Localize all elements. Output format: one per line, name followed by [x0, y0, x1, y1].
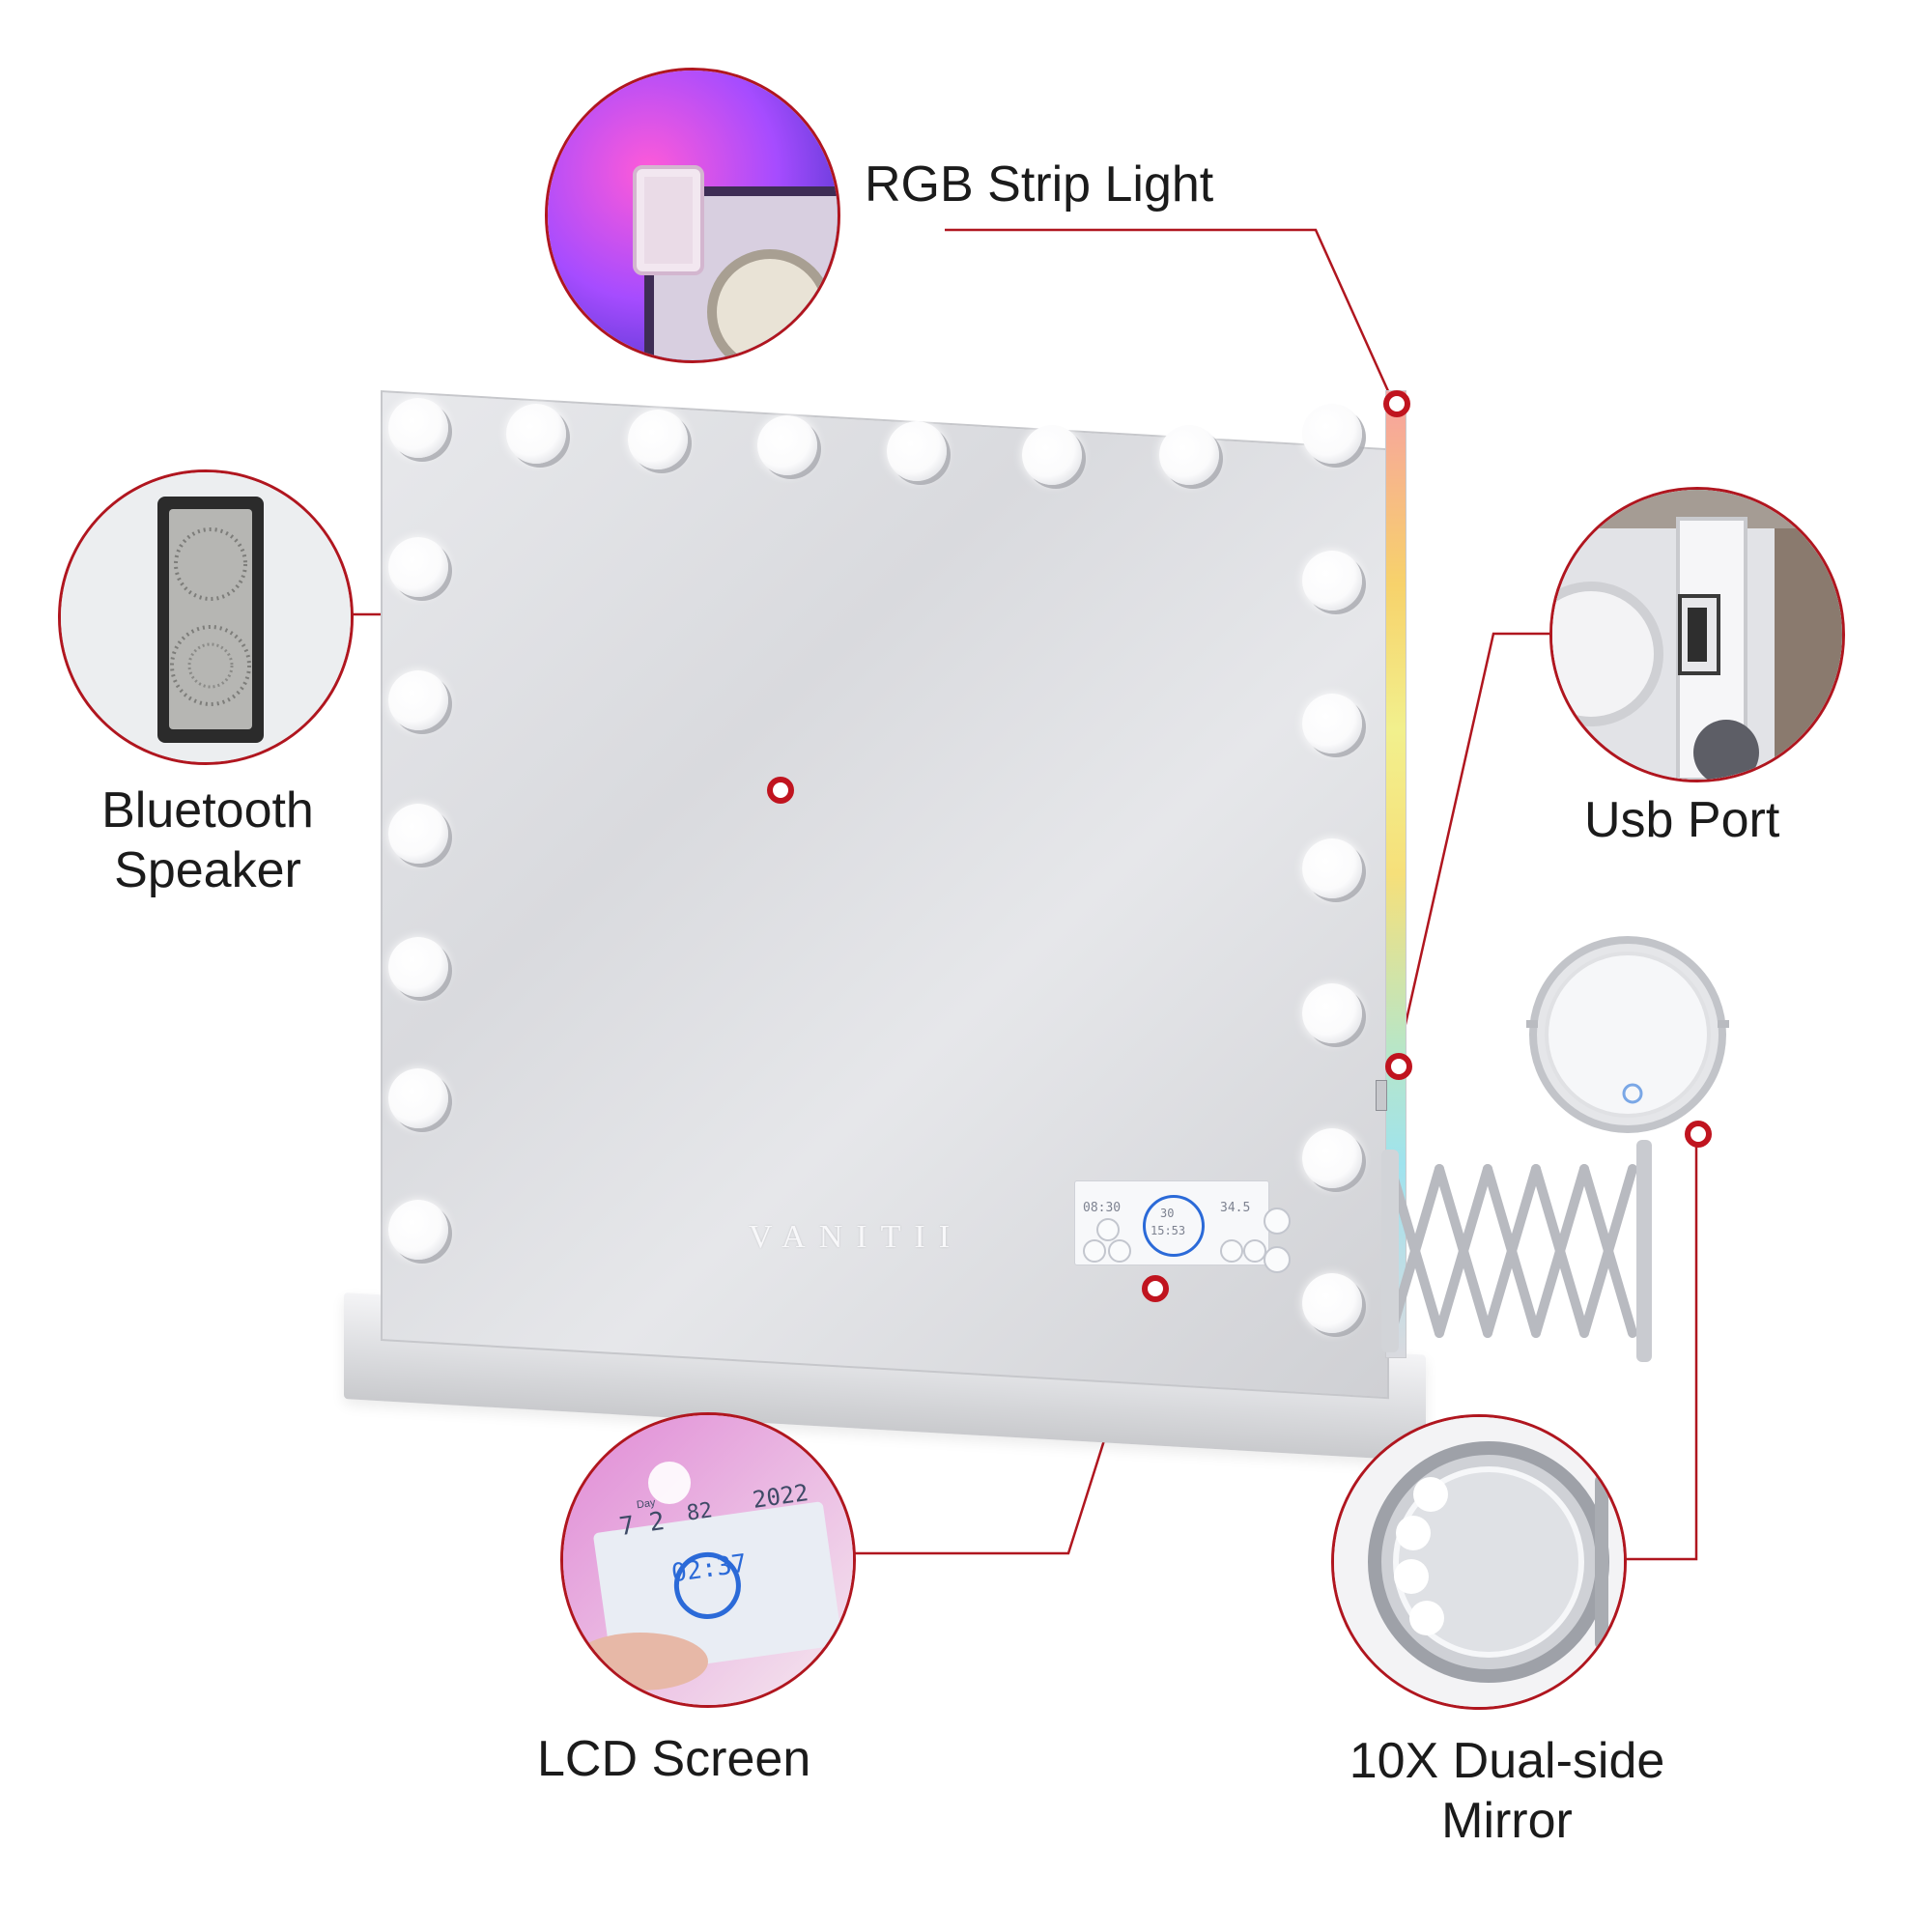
rgb-strip-light-closeup [545, 68, 840, 363]
bulb [1159, 425, 1219, 485]
hotspot-usb-port[interactable] [1385, 1053, 1412, 1080]
label-bluetooth-line1: Bluetooth [101, 782, 314, 838]
bluetooth-side-icon[interactable] [1264, 1208, 1291, 1235]
panel-readout-center-top: 30 [1160, 1207, 1175, 1220]
settings-side-icon[interactable] [1264, 1246, 1291, 1273]
panel-center-ring [1143, 1195, 1205, 1257]
extendable-scissor-arm [1381, 1140, 1652, 1362]
bulb [388, 804, 448, 864]
label-bluetooth-speaker: Bluetooth Speaker [87, 781, 328, 901]
label-lcd-screen: LCD Screen [537, 1731, 811, 1787]
lcd-temperature: 82 [685, 1498, 715, 1526]
speaker-grille-icon [174, 527, 247, 601]
label-dual-mirror-line1: 10X Dual-side [1349, 1733, 1665, 1789]
brightness-icon[interactable] [1083, 1239, 1106, 1263]
lcd-touch-panel[interactable]: 08:30 30 15:53 34.5 [1074, 1180, 1269, 1265]
bulb [628, 410, 688, 469]
bulb [887, 421, 947, 481]
clock-icon[interactable] [1108, 1239, 1131, 1263]
label-usb-port: Usb Port [1584, 792, 1780, 848]
bulb [1302, 1128, 1362, 1188]
bulb [1302, 983, 1362, 1043]
hotspot-lcd-screen[interactable] [1142, 1275, 1169, 1302]
bulb [388, 1068, 448, 1128]
bulb [506, 404, 566, 464]
power-icon[interactable] [1220, 1239, 1243, 1263]
bulb [388, 1200, 448, 1260]
bluetooth-icon[interactable] [1096, 1218, 1120, 1241]
bulb [1302, 694, 1362, 753]
bulb [1302, 551, 1362, 611]
panel-readout-center-bottom: 15:53 [1151, 1224, 1186, 1237]
lcd-screen-closeup: 7 2 82 2022 02:37 Day [560, 1412, 856, 1708]
magnifying-dual-side-mirror [1526, 936, 1729, 1133]
bulb [388, 937, 448, 997]
hotspot-dual-mirror[interactable] [1685, 1121, 1712, 1148]
hotspot-bluetooth-speaker[interactable] [767, 777, 794, 804]
dual-side-mirror-closeup [1331, 1414, 1627, 1710]
label-dual-side-mirror: 10X Dual-side Mirror [1314, 1731, 1700, 1852]
mirror-power-icon [1622, 1083, 1643, 1104]
usb-port-icon[interactable] [1376, 1080, 1387, 1111]
hotspot-rgb-strip[interactable] [1383, 390, 1410, 417]
bulb [757, 415, 817, 475]
connector-rgb-strip [945, 228, 1395, 403]
bulb [1302, 1273, 1362, 1333]
panel-readout-right: 34.5 [1220, 1201, 1251, 1215]
bulb [1022, 425, 1082, 485]
bulb [388, 670, 448, 730]
bulb [388, 398, 448, 458]
panel-readout-left: 08:30 [1083, 1201, 1122, 1215]
label-dual-mirror-line2: Mirror [1441, 1793, 1573, 1850]
bluetooth-speaker-closeup [58, 469, 354, 765]
bulb [388, 537, 448, 597]
bulb [1302, 838, 1362, 898]
usb-port-closeup [1549, 487, 1845, 782]
label-rgb-strip-light: RGB Strip Light [865, 156, 1214, 213]
brand-logo: VANITII [749, 1219, 964, 1255]
bulb [1302, 404, 1362, 464]
label-bluetooth-line2: Speaker [114, 842, 301, 899]
